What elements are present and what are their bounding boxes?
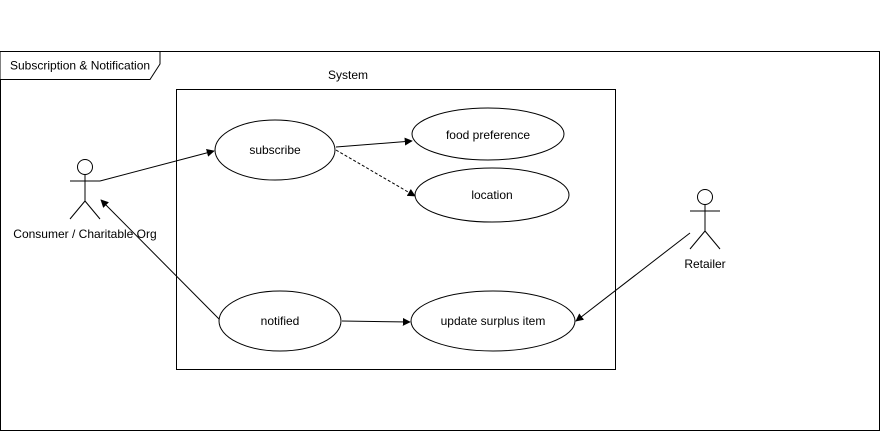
use-case-subscribe-label: subscribe: [249, 143, 301, 157]
edge-notified-to-consumer: [100, 199, 221, 321]
actor-consumer-label: Consumer / Charitable Org: [13, 227, 156, 241]
actor-consumer-leg-left: [69, 200, 86, 220]
edge-subscribe-to-location: [335, 149, 416, 197]
system-boundary: System: [176, 68, 616, 370]
actor-consumer-head: [77, 159, 93, 175]
use-case-notified-label: notified: [261, 314, 300, 328]
actor-retailer-head: [697, 189, 713, 205]
use-case-subscribe: subscribe: [214, 119, 336, 181]
frame-title: Subscription & Notification: [10, 59, 150, 73]
actor-retailer-leg-left: [689, 230, 706, 250]
use-case-update-surplus-item-label: update surplus item: [441, 314, 546, 328]
system-label: System: [328, 68, 368, 82]
use-case-location: location: [414, 167, 570, 223]
use-case-update-surplus-item: update surplus item: [410, 290, 576, 352]
edge-subscribe-to-food-preference: [335, 137, 413, 148]
actor-consumer: [69, 159, 101, 220]
edge-retailer-to-update-surplus: [575, 232, 691, 322]
use-case-food-preference-label: food preference: [446, 128, 530, 142]
edge-consumer-to-subscribe: [99, 148, 215, 182]
diagram-frame: Subscription & Notification: [0, 51, 880, 431]
actor-retailer: [689, 189, 721, 250]
use-case-location-label: location: [471, 188, 512, 202]
use-case-food-preference: food preference: [411, 107, 565, 161]
use-case-notified: notified: [218, 290, 342, 352]
relationships: [99, 137, 691, 326]
actor-consumer-leg-right: [84, 200, 101, 220]
actor-retailer-leg-right: [704, 230, 721, 250]
frame-title-tab: [0, 51, 161, 80]
actor-retailer-label: Retailer: [684, 257, 725, 271]
edge-notified-to-update-surplus: [341, 317, 411, 326]
